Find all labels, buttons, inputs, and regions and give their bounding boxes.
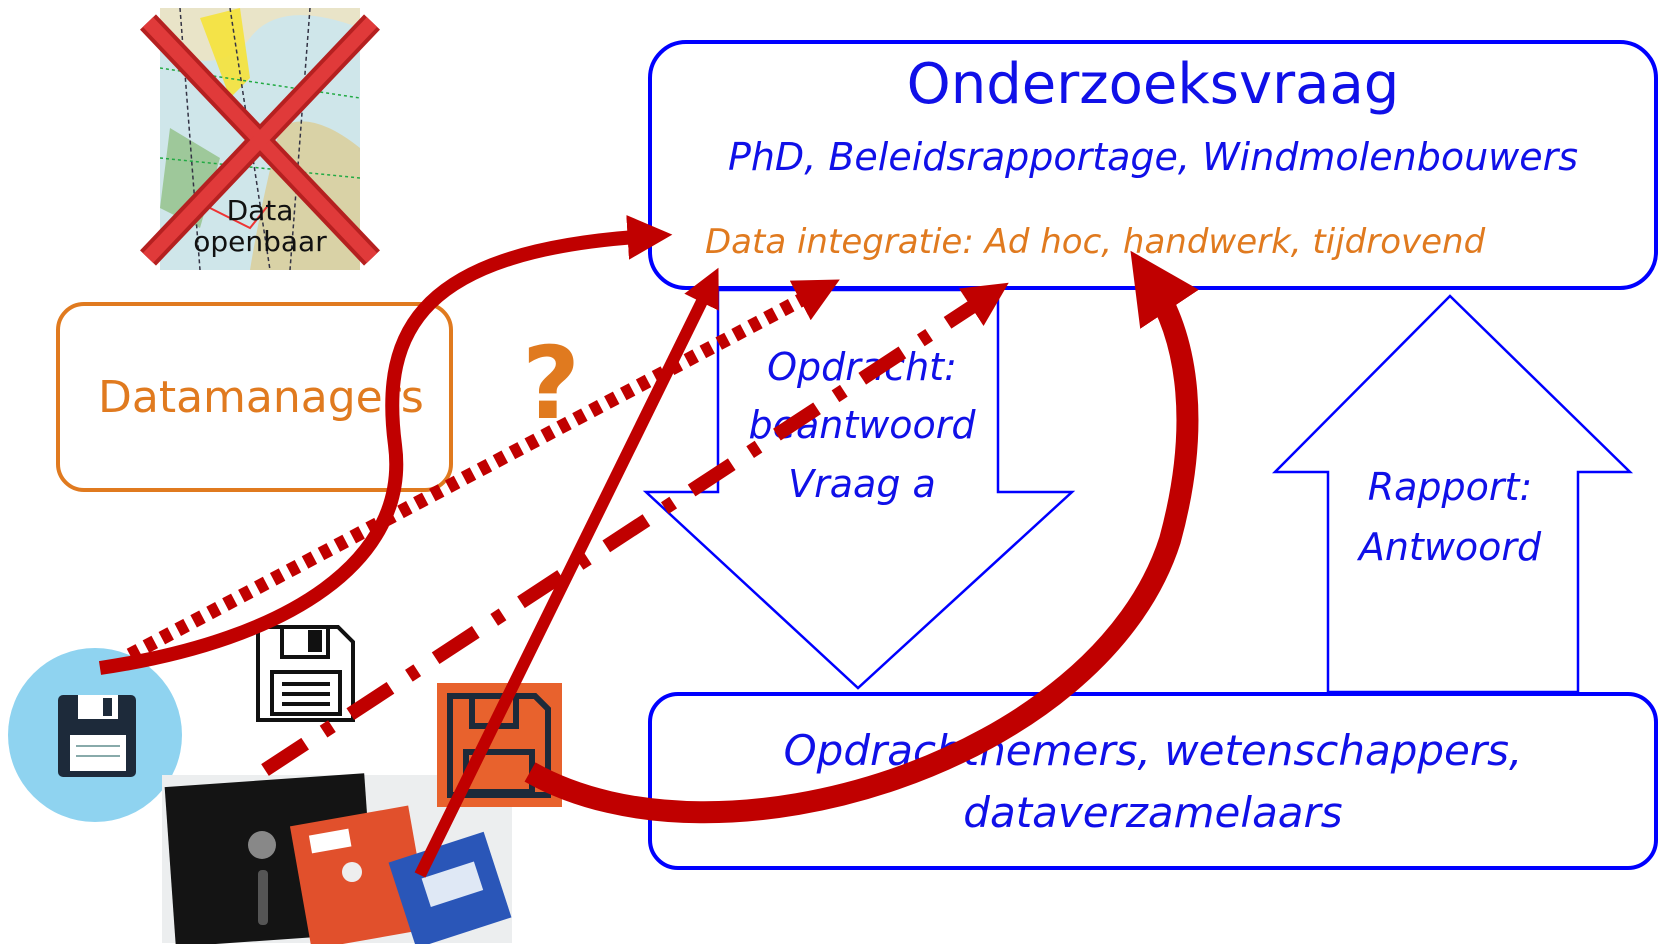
map-caption: Data openbaar [160,195,360,258]
arrow-dash-dot [261,282,1009,776]
research-question-subtitle: PhD, Beleidsrapportage, Windmolenbouwers [727,135,1579,179]
arrow-solid-big-curve [524,250,1199,824]
assignment-label-line3: Vraag a [788,462,936,506]
contractors-box [648,692,1658,870]
research-question-title: Onderzoeksvraag [906,52,1400,117]
map-caption-line1: Data [226,194,294,227]
datamanagers-label: Datamanagers [98,372,424,423]
data-flow-arrows [98,215,1199,878]
floppy-disk-outline-icon [256,625,355,722]
cross-out-icon [140,14,380,266]
data-integration-note: Data integratie: Ad hoc, handwerk, tijdr… [705,222,1486,262]
arrow-solid-loop [98,215,673,675]
floppy-disk-circle-icon [8,648,182,822]
report-label-line1: Rapport: [1367,465,1533,509]
assignment-label-line1: Opdracht: [767,345,957,389]
map-caption-line2: openbaar [193,225,327,259]
report-label-line2: Antwoord [1358,525,1542,569]
arrow-dotted [126,279,840,662]
question-mark: ? [522,325,581,442]
report-up-arrow [1271,294,1634,694]
contractors-line2: dataverzamelaars [963,788,1343,837]
arrow-solid-straight [414,267,719,878]
datamanagers-box [56,302,453,492]
